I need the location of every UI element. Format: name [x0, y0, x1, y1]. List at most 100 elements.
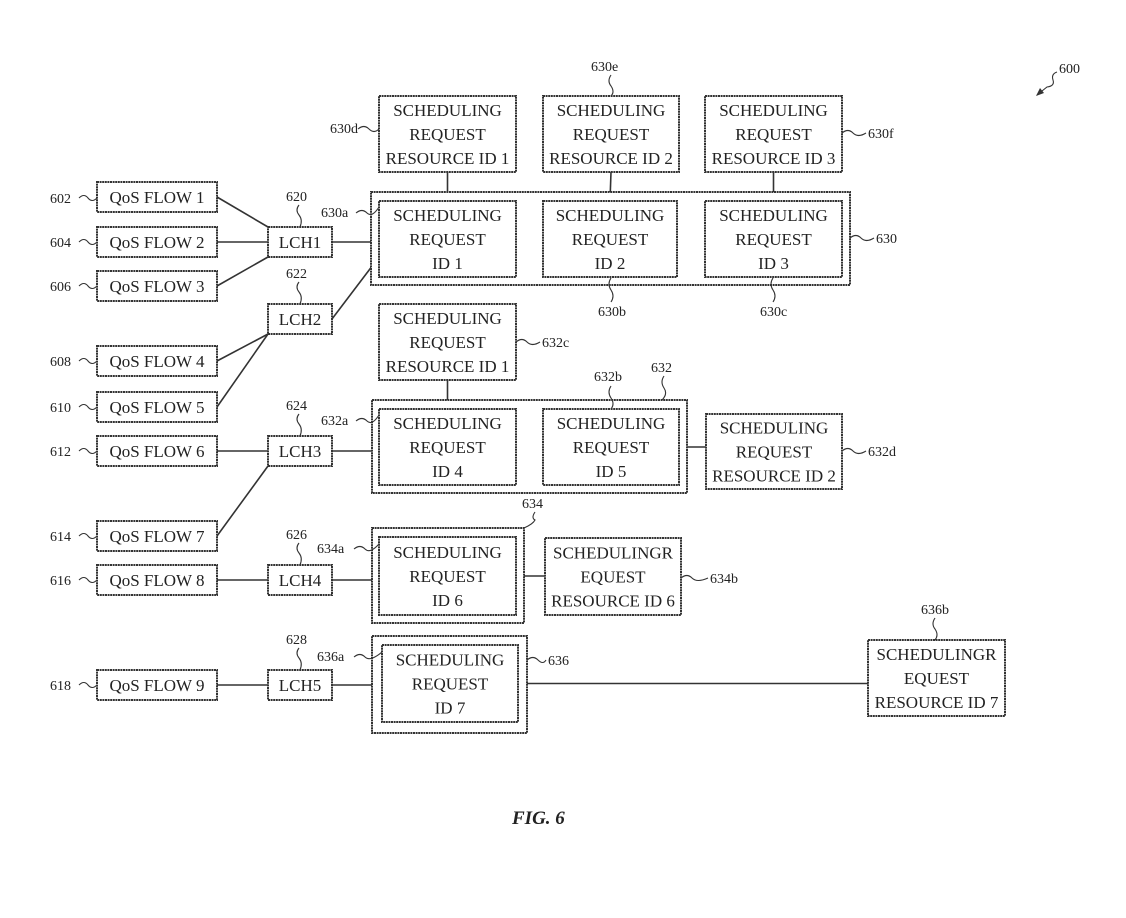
sr-resource-label-line: REQUEST	[735, 125, 812, 144]
qos-flow-label-line: QoS FLOW 6	[109, 442, 204, 461]
reference-leader-630	[849, 234, 875, 242]
reference-leader-620	[296, 204, 302, 228]
reference-number-606: 606	[50, 280, 71, 295]
reference-leader-606	[78, 282, 98, 290]
reference-leader-632d	[841, 447, 867, 455]
reference-leader-632b	[608, 385, 614, 410]
sr-resource-label-line: SCHEDULINGR	[877, 645, 998, 664]
reference-leader-618	[78, 681, 98, 689]
reference-leader-614	[78, 532, 98, 540]
reference-number-630d: 630d	[330, 122, 358, 137]
reference-leader-632a	[355, 414, 380, 424]
scheduling-request-id-box	[542, 408, 680, 486]
reference-leader-624	[296, 413, 302, 437]
reference-number-624: 624	[286, 399, 307, 414]
reference-leader-626	[296, 542, 302, 566]
reference-number-634b: 634b	[710, 572, 738, 587]
reference-number-618: 618	[50, 679, 71, 694]
sr-resource-label-line: SCHEDULING	[720, 419, 829, 438]
scheduling-request-id-box	[542, 200, 678, 278]
scheduling-request-id-label-line: SCHEDULING	[396, 651, 505, 670]
logical-channel-box	[267, 669, 333, 701]
reference-number-634: 634	[522, 497, 543, 512]
reference-number-632b: 632b	[594, 370, 622, 385]
qos-flow-label-line: QoS FLOW 5	[109, 398, 204, 417]
sr-resource-label-line: EQUEST	[904, 669, 970, 688]
scheduling-request-id-label-line: REQUEST	[409, 438, 486, 457]
reference-number-636b: 636b	[921, 603, 949, 618]
qos-flow-label-line: QoS FLOW 2	[109, 233, 204, 252]
reference-leader-630f	[841, 129, 867, 137]
scheduling-request-id-label-line: ID 7	[435, 699, 466, 718]
sr-resource-label-line: EQUEST	[580, 568, 646, 587]
reference-number-622: 622	[286, 267, 307, 282]
scheduling-request-id-label-line: SCHEDULING	[557, 414, 666, 433]
sr-resource-box	[867, 639, 1006, 717]
reference-leader-636b	[932, 617, 938, 641]
arrowhead-icon	[1036, 88, 1044, 96]
scheduling-request-id-label-line: ID 2	[595, 254, 626, 273]
reference-leader-630e	[608, 74, 614, 97]
sr-resource-box	[544, 537, 682, 616]
qos-flow-box	[96, 226, 218, 258]
reference-number-614: 614	[50, 530, 71, 545]
reference-labels: 6026046066086106126146166186206226246266…	[50, 60, 949, 694]
qos-flow-box	[96, 181, 218, 213]
reference-leader-628	[296, 647, 302, 671]
sr-resource-label-line: RESOURCE ID 7	[875, 693, 999, 712]
logical-channel-label-line: LCH5	[279, 676, 322, 695]
reference-number-630b: 630b	[598, 305, 626, 320]
scheduling-request-id-label-line: ID 1	[432, 254, 463, 273]
scheduling-request-id-label-line: SCHEDULING	[556, 206, 665, 225]
qos-flow-label-line: QoS FLOW 1	[109, 188, 204, 207]
scheduling-request-id-box	[378, 408, 517, 486]
reference-number-634a: 634a	[317, 542, 345, 557]
scheduling-request-id-label-line: ID 4	[432, 462, 463, 481]
reference-number-608: 608	[50, 355, 71, 370]
reference-number-604: 604	[50, 236, 71, 251]
sr-resource-label-line: REQUEST	[409, 333, 486, 352]
connector-qf4-lch2	[216, 333, 269, 362]
reference-leader-630a	[355, 206, 380, 216]
sr-resource-label-line: RESOURCE ID 2	[549, 149, 673, 168]
qos-flow-label-line: QoS FLOW 7	[109, 527, 205, 546]
qos-flow-box	[96, 520, 218, 552]
logical-channel-box	[267, 435, 333, 467]
connector-qf1-lch1	[216, 196, 269, 228]
sr-resource-label-line: RESOURCE ID 3	[712, 149, 836, 168]
logical-channel-label-line: LCH4	[279, 571, 322, 590]
scheduling-request-id-label-line: REQUEST	[412, 675, 489, 694]
sr-resource-box	[378, 95, 517, 173]
logical-channel-box	[267, 303, 333, 335]
sr-resource-label-line: SCHEDULING	[557, 101, 666, 120]
reference-leader-634a	[353, 543, 380, 552]
reference-number-626: 626	[286, 528, 307, 543]
sr-resource-label-line: SCHEDULING	[393, 309, 502, 328]
reference-leader-636	[526, 656, 547, 664]
reference-leader-630c	[770, 277, 776, 303]
reference-leader-602	[78, 194, 98, 202]
reference-number-630e: 630e	[591, 60, 618, 75]
sr-resource-label-line: REQUEST	[409, 125, 486, 144]
scheduling-request-id-label-line: SCHEDULING	[393, 206, 502, 225]
scheduling-request-id-label-line: ID 5	[596, 462, 627, 481]
qos-flow-box	[96, 345, 218, 377]
reference-number-630c: 630c	[760, 305, 787, 320]
reference-leader-636a	[353, 651, 383, 660]
reference-number-628: 628	[286, 633, 307, 648]
connector-qf7-lch3	[216, 465, 269, 537]
figure-reference-number: 600	[1059, 62, 1080, 77]
reference-number-612: 612	[50, 445, 71, 460]
sr-resource-box	[542, 95, 680, 173]
reference-number-620: 620	[286, 190, 307, 205]
reference-leader-610	[78, 403, 98, 411]
figure-caption: FIG. 6	[511, 808, 565, 829]
logical-channel-label-line: LCH2	[279, 310, 322, 329]
scheduling-request-id-label-line: REQUEST	[735, 230, 812, 249]
sr-resource-box	[704, 95, 843, 173]
scheduling-request-id-label-line: SCHEDULING	[393, 414, 502, 433]
reference-leader-612	[78, 447, 98, 455]
reference-number-636: 636	[548, 654, 569, 669]
reference-leader-632c	[515, 338, 541, 346]
